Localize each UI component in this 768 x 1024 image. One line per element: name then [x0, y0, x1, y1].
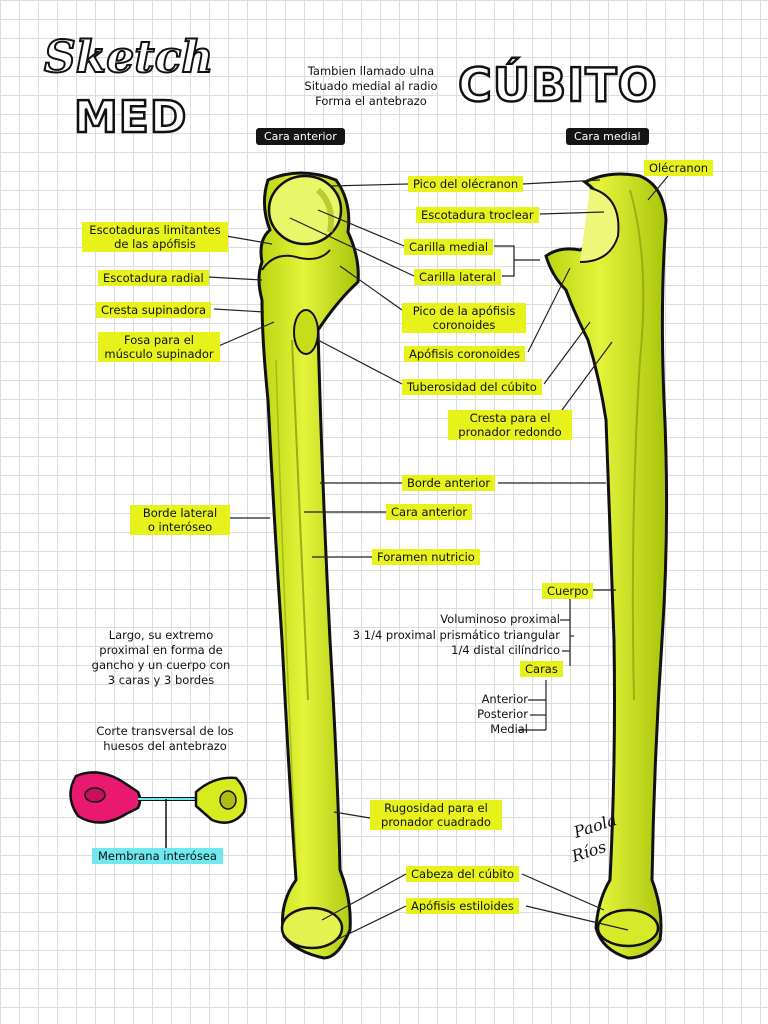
label-cuerpo: Cuerpo [542, 583, 593, 599]
label-cresta-supinadora: Cresta supinadora [96, 302, 211, 318]
description-line1: Largo, su extremo [86, 628, 236, 643]
label-tuberosidad: Tuberosidad del cúbito [402, 379, 542, 395]
corte-title: Corte transversal de los huesos del ante… [80, 724, 250, 754]
caras-item-1: Anterior [440, 692, 528, 707]
label-escotaduras-limitantes-2: de las apófisis [87, 237, 223, 251]
view-medial-badge: Cara medial [566, 128, 649, 145]
cuerpo-item-3: 1/4 distal cilíndrico [340, 643, 560, 659]
label-fosa-supinador: Fosa para el músculo supinador [98, 332, 220, 362]
intro-line1: Tambien llamado ulna [296, 64, 446, 79]
label-membrana: Membrana interósea [92, 848, 223, 864]
description-line2: proximal en forma de [86, 643, 236, 658]
cuerpo-items: Voluminoso proximal 3 1/4 proximal prism… [340, 612, 560, 659]
label-pico-olecranon: Pico del olécranon [408, 176, 523, 192]
ulna-anterior-view [259, 173, 358, 958]
label-apofisis-coronoides: Apófisis coronoides [404, 346, 525, 362]
label-cresta-pronador: Cresta para el pronador redondo [448, 410, 572, 440]
label-escotadura-radial: Escotadura radial [98, 270, 209, 286]
intro-line2: Situado medial al radio [296, 79, 446, 94]
label-pico-coronoides-2: coronoides [407, 318, 521, 332]
label-caras: Caras [520, 661, 563, 677]
label-borde-anterior: Borde anterior [402, 475, 495, 491]
ulna-head-medial [598, 910, 658, 946]
caras-items: Anterior Posterior Medial [440, 692, 528, 737]
label-estiloides: Apófisis estiloides [406, 898, 519, 914]
logo-med: MED [74, 92, 187, 143]
cuerpo-item-2: 3 1/4 proximal prismático triangular [340, 628, 560, 644]
cuerpo-item-1: Voluminoso proximal [340, 612, 560, 628]
label-pico-coronoides-1: Pico de la apófisis [407, 304, 521, 318]
ulna-medial-shaft [546, 174, 667, 958]
logo-sketch: Sketch [44, 32, 213, 83]
label-foramen: Foramen nutricio [372, 549, 480, 565]
label-fosa-supinador-1: Fosa para el [103, 333, 215, 347]
radius-section [70, 772, 140, 822]
corte-line2: huesos del antebrazo [80, 739, 250, 754]
description-text: Largo, su extremo proximal en forma de g… [86, 628, 236, 688]
label-escotaduras-limitantes: Escotaduras limitantes de las apófisis [82, 222, 228, 252]
label-cabeza: Cabeza del cúbito [406, 866, 519, 882]
label-olecranon: Olécranon [644, 160, 713, 176]
label-rugosidad-1: Rugosidad para el [375, 801, 497, 815]
view-anterior-badge: Cara anterior [256, 128, 345, 145]
label-carilla-medial: Carilla medial [404, 239, 493, 255]
label-borde-lateral-1: Borde lateral [135, 506, 225, 520]
label-escotadura-troclear: Escotadura troclear [416, 207, 539, 223]
caras-item-3: Medial [440, 722, 528, 737]
label-cresta-pronador-2: pronador redondo [453, 425, 567, 439]
label-cara-anterior: Cara anterior [386, 504, 472, 520]
description-line3: gancho y un cuerpo con [86, 658, 236, 673]
label-borde-lateral-2: o interóseo [135, 520, 225, 534]
description-line4: 3 caras y 3 bordes [86, 673, 236, 688]
page-title: CÚBITO [458, 58, 658, 112]
caras-item-2: Posterior [440, 707, 528, 722]
label-carilla-lateral: Carilla lateral [414, 269, 501, 285]
intro-text: Tambien llamado ulna Situado medial al r… [296, 64, 446, 109]
label-pico-coronoides: Pico de la apófisis coronoides [402, 303, 526, 333]
label-borde-lateral: Borde lateral o interóseo [130, 505, 230, 535]
intro-line3: Forma el antebrazo [296, 94, 446, 109]
label-cresta-pronador-1: Cresta para el [453, 411, 567, 425]
label-escotaduras-limitantes-1: Escotaduras limitantes [87, 223, 223, 237]
label-rugosidad-2: pronador cuadrado [375, 815, 497, 829]
cross-section [70, 772, 245, 848]
label-rugosidad: Rugosidad para el pronador cuadrado [370, 800, 502, 830]
corte-line1: Corte transversal de los [80, 724, 250, 739]
signature-line2: Ríos [568, 837, 608, 866]
ulna-anterior-shaft [259, 173, 358, 958]
label-fosa-supinador-2: músculo supinador [103, 347, 215, 361]
supinator-fossa [294, 310, 318, 354]
ulna-medial-view [546, 174, 667, 958]
